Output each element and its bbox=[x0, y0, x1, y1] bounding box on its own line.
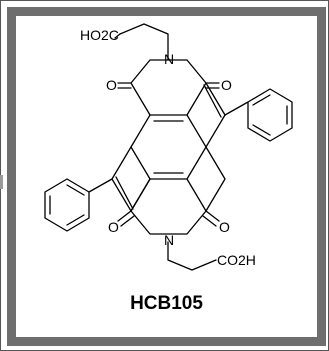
oxygen-bottom-right: O bbox=[219, 219, 230, 235]
nitrogen-bottom: N bbox=[164, 232, 174, 248]
edge-fragment bbox=[0, 175, 3, 189]
oxygen-top-right: O bbox=[221, 77, 232, 93]
nitrogen-top: N bbox=[164, 51, 174, 67]
molecule-structure: N N O O O O HO2C CO2H bbox=[44, 23, 293, 271]
carboxylic-acid-top-label: HO2C bbox=[80, 27, 119, 43]
oxygen-top-left: O bbox=[106, 77, 117, 93]
oxygen-bottom-left: O bbox=[108, 219, 119, 235]
carboxylic-acid-bottom-label: CO2H bbox=[217, 252, 256, 268]
compound-name: HCB105 bbox=[130, 293, 203, 314]
figure-frame: N N O O O O HO2C CO2H HCB105 bbox=[7, 7, 326, 346]
